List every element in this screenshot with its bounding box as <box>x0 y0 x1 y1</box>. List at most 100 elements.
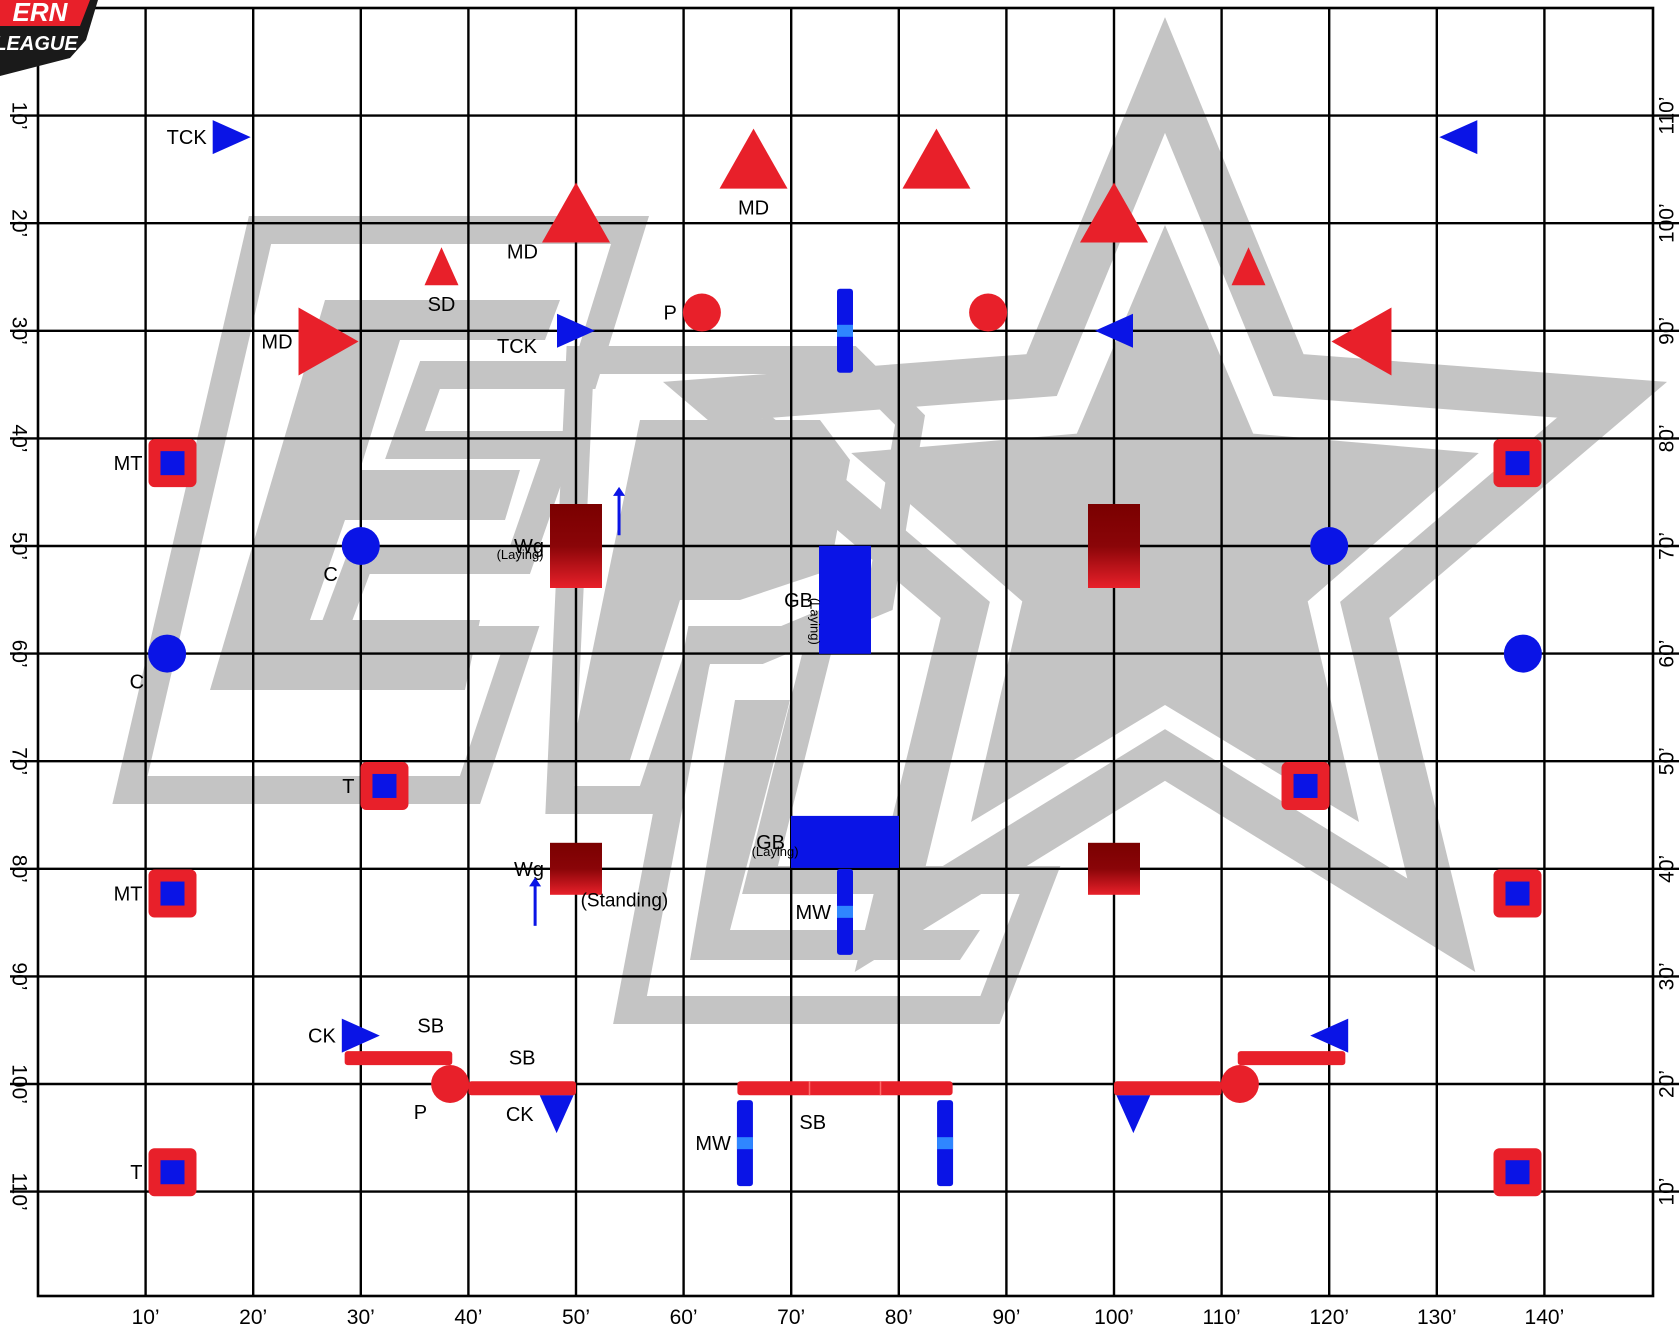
wing-bunker-laying <box>1088 504 1140 588</box>
axis-label-bottom: 40’ <box>454 1306 482 1329</box>
maya-wall-joint <box>837 325 853 337</box>
axis-label-bottom: 90’ <box>992 1306 1020 1329</box>
axis-label-left: 30’ <box>7 317 30 345</box>
axis-label-left: 40’ <box>7 424 30 452</box>
red-circle-bunker <box>683 294 721 332</box>
blue-triangle-right-bunker <box>213 120 251 154</box>
axis-label-left: 70’ <box>7 747 30 775</box>
bunker-label-p: P <box>414 1102 427 1124</box>
position-note-label: (Standing) <box>581 890 669 911</box>
bunker-label-c: C <box>323 564 337 586</box>
giant-brick-laying <box>819 546 871 654</box>
position-note-label: (Laying) <box>752 844 799 859</box>
blue-triangle-left-bunker <box>1439 120 1477 154</box>
snake-bar <box>737 1081 952 1095</box>
axis-label-bottom: 10’ <box>132 1306 160 1329</box>
red-circle-bunker <box>1221 1065 1259 1103</box>
axis-label-bottom: 140’ <box>1525 1306 1565 1329</box>
bunker-label-mt: MT <box>114 884 143 906</box>
bunker-label-ck: CK <box>506 1104 534 1126</box>
blue-triangle-down-bunker <box>1116 1095 1150 1133</box>
red-circle-bunker <box>969 294 1007 332</box>
bunker-label-t: T <box>342 776 354 798</box>
snake-bar <box>1238 1051 1346 1065</box>
axis-label-right: 100’ <box>1656 203 1679 243</box>
axis-label-left: 20’ <box>7 209 30 237</box>
axis-label-right: 50’ <box>1656 747 1679 775</box>
axis-label-right: 20’ <box>1656 1070 1679 1098</box>
red-triangle-up-bunker <box>542 182 610 242</box>
axis-label-bottom: 110’ <box>1203 1306 1241 1329</box>
bunker-label-md: MD <box>507 241 538 263</box>
axis-label-right: 110’ <box>1656 97 1679 135</box>
red-triangle-up-bunker <box>720 129 788 189</box>
square-bunker-core <box>1294 774 1318 798</box>
bunker-label-tck: TCK <box>167 127 208 149</box>
bunker-label-mt: MT <box>114 453 143 475</box>
bunker-label-mw: MW <box>795 902 831 924</box>
snake-bar <box>468 1081 576 1095</box>
axis-label-right: 60’ <box>1656 640 1679 668</box>
axis-label-bottom: 60’ <box>670 1306 698 1329</box>
square-bunker-core <box>1506 451 1530 475</box>
red-triangle-up-bunker <box>425 247 459 285</box>
bunker-label-c: C <box>130 672 144 694</box>
axis-label-bottom: 120’ <box>1309 1306 1349 1329</box>
square-bunker-core <box>1506 882 1530 906</box>
square-bunker-core <box>161 1160 185 1184</box>
wing-bunker-standing <box>1088 843 1140 895</box>
axis-label-left: 90’ <box>7 962 30 990</box>
blue-triangle-down-bunker <box>540 1095 574 1133</box>
axis-label-right: 90’ <box>1656 317 1679 345</box>
axis-label-right: 40’ <box>1656 855 1679 883</box>
axis-label-bottom: 50’ <box>562 1306 590 1329</box>
wing-bunker-standing <box>550 843 602 895</box>
axis-label-right: 70’ <box>1656 532 1679 560</box>
square-bunker-core <box>1506 1160 1530 1184</box>
axis-label-left: 10’ <box>7 102 30 130</box>
snake-bar <box>1114 1081 1222 1095</box>
axis-label-left: 60’ <box>7 640 30 668</box>
square-bunker-core <box>372 774 396 798</box>
bunker-label-sd: SD <box>428 294 456 316</box>
bunker-label-tck: TCK <box>497 336 538 358</box>
axis-label-bottom: 70’ <box>777 1306 805 1329</box>
snake-bar-label: SB <box>799 1112 826 1134</box>
blue-circle-bunker <box>148 635 186 673</box>
bunker-label-wg: Wg <box>514 859 544 881</box>
square-bunker-core <box>161 882 185 906</box>
axis-label-bottom: 130’ <box>1417 1306 1457 1329</box>
maya-wall-joint <box>737 1137 753 1149</box>
direction-arrow-head <box>613 487 625 496</box>
axis-label-bottom: 100’ <box>1094 1306 1134 1329</box>
axis-label-right: 30’ <box>1656 962 1679 990</box>
axis-label-bottom: 80’ <box>885 1306 913 1329</box>
red-triangle-up-bunker <box>902 129 970 189</box>
bunker-label-md: MD <box>261 332 292 354</box>
axis-label-bottom: 20’ <box>239 1306 267 1329</box>
snake-bar <box>345 1051 453 1065</box>
axis-label-bottom: 30’ <box>347 1306 375 1329</box>
axis-label-left: 100’ <box>7 1064 30 1104</box>
bunker-label-md: MD <box>738 198 769 220</box>
wing-bunker-laying <box>550 504 602 588</box>
bunker-label-ck: CK <box>308 1026 336 1048</box>
blue-circle-bunker <box>1310 527 1348 565</box>
snake-bar-label: SB <box>417 1015 444 1037</box>
maya-wall-joint <box>837 906 853 918</box>
blue-circle-bunker <box>1504 635 1542 673</box>
bunker-label-t: T <box>130 1162 142 1184</box>
square-bunker-core <box>161 451 185 475</box>
bunker-label-mw: MW <box>695 1133 731 1155</box>
axis-label-right: 80’ <box>1656 424 1679 452</box>
blue-circle-bunker <box>342 527 380 565</box>
logo-text-top: ERN <box>13 0 69 27</box>
red-circle-bunker <box>431 1065 469 1103</box>
giant-brick-laying <box>791 816 899 868</box>
axis-label-left: 50’ <box>7 532 30 560</box>
axis-label-right: 10’ <box>1656 1178 1679 1206</box>
snake-bar-label: SB <box>509 1048 536 1070</box>
axis-label-left: 110’ <box>7 1173 30 1211</box>
